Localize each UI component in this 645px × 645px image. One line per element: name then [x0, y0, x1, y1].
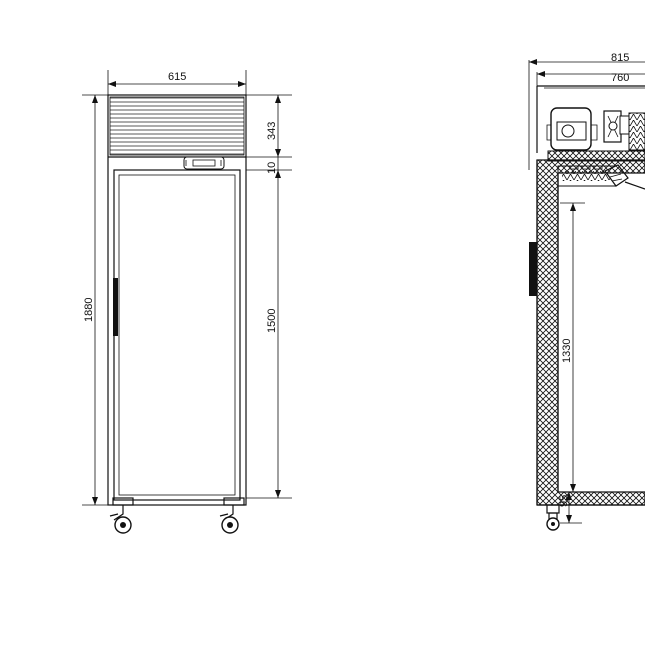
side-bottom-height-dimension: 95 — [558, 492, 582, 524]
front-right-dimensions: 343 10 1500 — [246, 94, 292, 499]
gap-height-label: 10 — [266, 162, 278, 174]
side-inner-height-label: 1330 — [561, 339, 573, 363]
front-width-dimension: 615 — [107, 70, 247, 95]
front-overall-height-dimension: 1880 — [82, 94, 108, 506]
side-door-handle — [529, 242, 537, 296]
front-width-label: 615 — [168, 71, 186, 83]
top-unit-height-label: 343 — [266, 122, 278, 140]
door-handle — [113, 278, 118, 336]
front-overall-height-label: 1880 — [83, 298, 95, 322]
side-outer-depth-label: 815 — [611, 52, 629, 64]
door-height-label: 1500 — [266, 309, 278, 333]
side-view: 815 760 — [528, 52, 645, 531]
side-inner-depth-label: 760 — [611, 72, 629, 84]
side-caster — [546, 504, 560, 531]
side-width-dimensions: 815 760 — [528, 52, 645, 170]
side-bottom-height-label: 95 — [558, 495, 570, 507]
front-cabinet — [107, 94, 247, 506]
side-inner-height-dimension: 1330 — [560, 202, 585, 493]
front-view: 615 1880 — [82, 70, 292, 534]
front-casters — [109, 497, 245, 534]
side-cabinet — [529, 159, 645, 506]
